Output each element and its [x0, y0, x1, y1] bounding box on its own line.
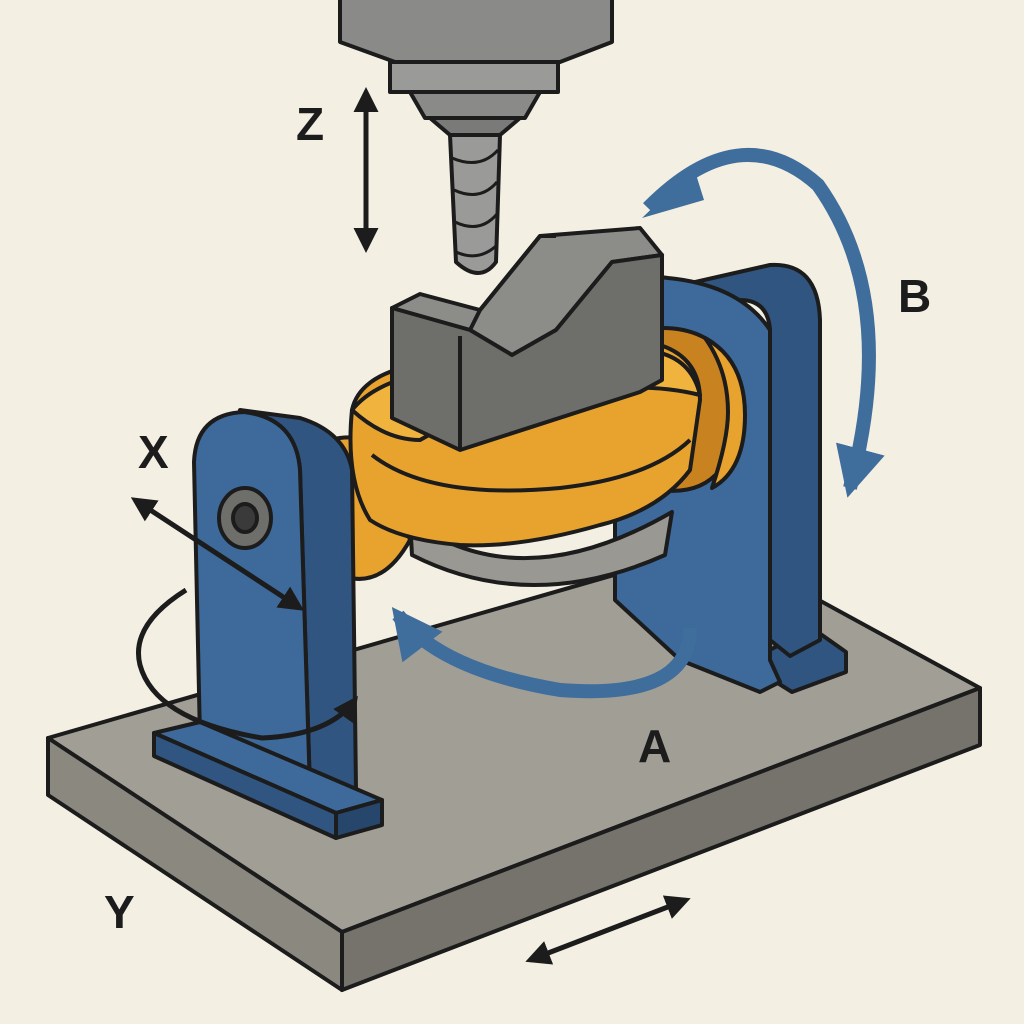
- x-axis-arrow: [130, 497, 305, 611]
- base-plate-side: [340, 686, 982, 992]
- z-axis-indicator: Z: [296, 87, 379, 253]
- workpiece-v-groove-edge: [468, 234, 556, 331]
- b-axis-label: B: [898, 270, 931, 322]
- spindle: [338, 0, 614, 275]
- x-axis-label: X: [138, 426, 169, 478]
- y-axis-arrow: [525, 895, 691, 965]
- right-support-side: [658, 262, 822, 658]
- rotary-table-underside: [408, 510, 674, 587]
- rotary-table-lower-band: [370, 438, 692, 493]
- y-axis-label: Y: [104, 886, 135, 938]
- b-axis-rotation-arrow: [643, 148, 885, 498]
- right-shaft-ring: [703, 336, 747, 490]
- workpiece: [390, 226, 664, 452]
- bearing-inner: [231, 502, 259, 534]
- spindle-head: [338, 0, 614, 64]
- spindle-collar: [388, 60, 560, 94]
- a-axis-indicator: A: [391, 606, 697, 772]
- end-mill-cutter: [448, 133, 502, 275]
- left-support-foot-side: [334, 798, 384, 840]
- a-axis-label: A: [638, 720, 671, 772]
- y-axis-indicator: Y: [104, 886, 691, 965]
- b-axis-tail-head: [642, 168, 704, 218]
- x-rotation-loop: [136, 587, 358, 741]
- x-rotation-loop-arrow: [136, 587, 358, 741]
- a-axis-rotation-arrow: [391, 606, 697, 699]
- spindle-nose: [408, 90, 542, 120]
- x-axis-indicator: X: [130, 426, 305, 611]
- z-axis-label: Z: [296, 98, 324, 150]
- cutter-flutes: [451, 148, 500, 258]
- left-pivot-bearing: [217, 486, 273, 550]
- tool-holder: [428, 116, 522, 137]
- b-axis-indicator: B: [642, 148, 931, 498]
